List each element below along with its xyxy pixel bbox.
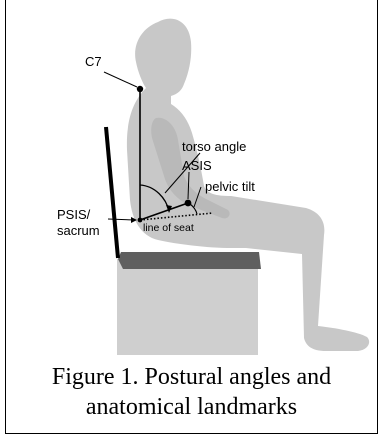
torso-angle-label: torso angle [182,139,246,154]
seat-box [117,259,258,355]
c7-dot [137,86,143,92]
c7-leader [104,72,137,87]
backrest-line [106,127,118,258]
psis-label-line2: sacrum [57,223,100,238]
asis-dot [185,200,192,207]
figure-caption: Figure 1. Postural angles and anatomical… [6,362,377,422]
psis-dot [138,218,143,223]
posture-diagram: C7 torso angle ASIS pelvic tilt PSIS/ sa… [6,0,378,360]
psis-leader [108,219,135,220]
c7-label: C7 [85,54,102,69]
psis-label-line1: PSIS/ [57,207,91,222]
caption-line-1: Figure 1. Postural angles and [6,362,377,392]
asis-label: ASIS [182,158,212,173]
pelvic-tilt-label: pelvic tilt [205,179,255,194]
seat-top [118,252,261,269]
line-of-seat-label: line of seat [143,222,194,234]
caption-line-2: anatomical landmarks [6,392,377,422]
